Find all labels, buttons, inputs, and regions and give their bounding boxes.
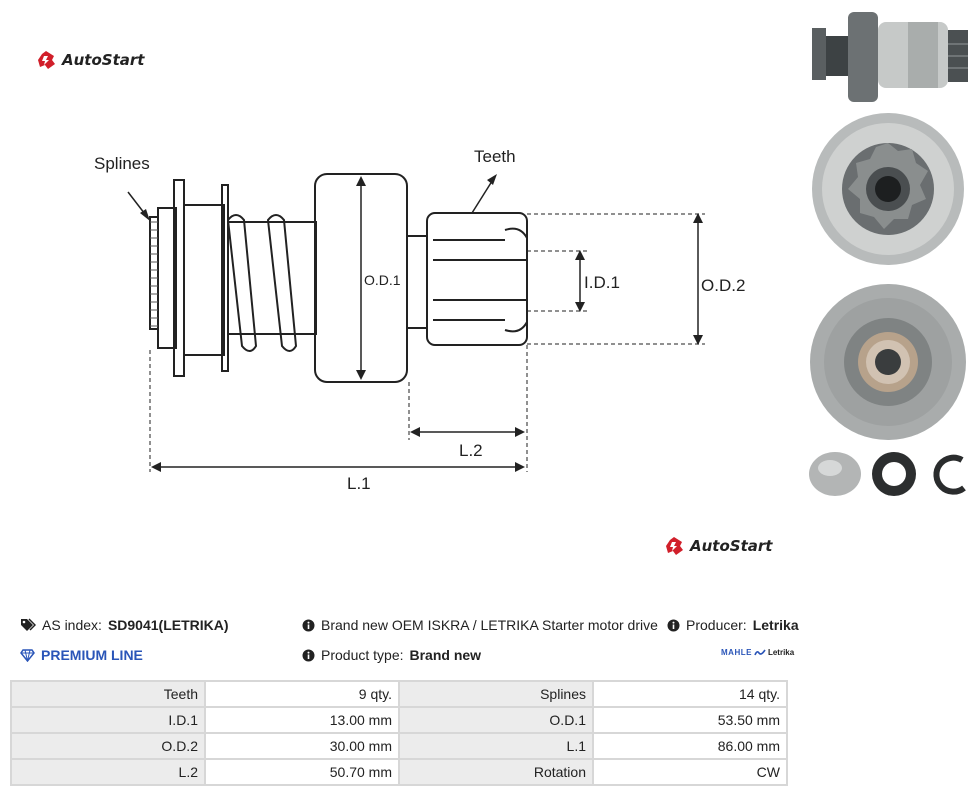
description-text: Brand new OEM ISKRA / LETRIKA Starter mo…: [321, 617, 658, 633]
photo-side-view[interactable]: [808, 6, 972, 106]
teeth-label: Teeth: [474, 147, 516, 166]
as-index-label: AS index:: [42, 617, 102, 633]
product-type-value: Brand new: [409, 647, 482, 663]
technical-diagram: Splines Teeth O.D.1 I.D.1 O.D.2 L.2 L.1: [94, 147, 745, 493]
splines-label: Splines: [94, 154, 150, 173]
spec-value: 13.00 mm: [204, 706, 400, 734]
premium-line-badge[interactable]: PREMIUM LINE: [20, 647, 143, 663]
specs-table: Teeth 9 qty. Splines 14 qty. I.D.1 13.00…: [10, 680, 788, 786]
splines-hub: [149, 216, 159, 330]
producer-value: Letrika: [752, 617, 799, 633]
spec-value: 14 qty.: [592, 680, 788, 708]
spec-key: L.2: [10, 758, 206, 786]
autostart-logo: AutoStart: [36, 50, 144, 70]
spec-key: Rotation: [398, 758, 594, 786]
photo-front-view[interactable]: [808, 109, 972, 271]
as-index-row: AS index: SD9041(LETRIKA): [20, 617, 229, 633]
spec-value: 9 qty.: [204, 680, 400, 708]
autostart-logo-icon: [666, 537, 683, 555]
table-row: L.2 50.70 mm Rotation CW: [10, 758, 788, 786]
photo-small-parts[interactable]: [808, 446, 972, 500]
spec-key: Splines: [398, 680, 594, 708]
autostart-logo-bottom: AutoStart: [664, 536, 772, 556]
spec-key: O.D.1: [398, 706, 594, 734]
letrika-logo-text: Letrika: [767, 648, 795, 657]
diamond-icon: [20, 648, 35, 662]
table-row: O.D.2 30.00 mm L.1 86.00 mm: [10, 732, 788, 760]
mahle-logo-text: MAHLE: [721, 648, 752, 657]
l2-label: L.2: [459, 441, 483, 460]
spec-key: Teeth: [10, 680, 206, 708]
spec-value: 86.00 mm: [592, 732, 788, 760]
producer-label: Producer:: [686, 617, 747, 633]
spec-key: O.D.2: [10, 732, 206, 760]
as-index-value: SD9041(LETRIKA): [107, 617, 229, 633]
info-icon: [302, 649, 315, 661]
od1-label: O.D.1: [364, 272, 401, 288]
mahle-letrika-logo: MAHLE Letrika: [721, 648, 794, 657]
product-type-label: Product type:: [321, 647, 404, 663]
spec-value: CW: [592, 758, 788, 786]
od2-label: O.D.2: [701, 276, 745, 295]
producer-row: Producer: Letrika: [667, 617, 799, 633]
tags-icon: [21, 618, 36, 631]
autostart-logo-text: AutoStart: [690, 537, 773, 555]
product-type-row: Product type: Brand new: [302, 647, 481, 663]
autostart-logo-text: AutoStart: [62, 51, 145, 69]
spec-value: 53.50 mm: [592, 706, 788, 734]
id1-label: I.D.1: [584, 273, 620, 292]
spec-key: I.D.1: [10, 706, 206, 734]
table-row: I.D.1 13.00 mm O.D.1 53.50 mm: [10, 706, 788, 734]
wave-icon: [754, 649, 766, 655]
pinion: [426, 212, 528, 346]
spec-value: 50.70 mm: [204, 758, 400, 786]
l1-label: L.1: [347, 474, 371, 493]
info-icon: [302, 619, 315, 631]
photo-rear-view[interactable]: [808, 282, 972, 444]
table-row: Teeth 9 qty. Splines 14 qty.: [10, 680, 788, 708]
info-icon: [667, 619, 680, 631]
spec-key: L.1: [398, 732, 594, 760]
autostart-logo-icon: [38, 51, 55, 69]
description-row: Brand new OEM ISKRA / LETRIKA Starter mo…: [302, 617, 658, 633]
premium-line-label: PREMIUM LINE: [41, 647, 143, 663]
spec-value: 30.00 mm: [204, 732, 400, 760]
